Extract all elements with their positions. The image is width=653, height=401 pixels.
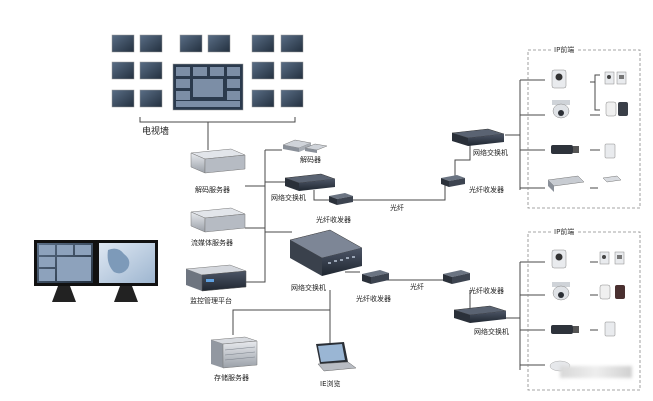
label-right-switch-top: 网络交换机 (473, 149, 508, 157)
camera-icon (549, 249, 625, 372)
tv-wall-icon (111, 34, 304, 111)
ip-front-zone-1 (527, 49, 641, 209)
laptop-icon (316, 342, 357, 372)
label-core-switch: 网络交换机 (291, 284, 326, 292)
label-transceiver-mid: 光纤收发器 (356, 295, 391, 303)
label-right-transceiver-bot: 光纤收发器 (469, 287, 504, 295)
camera-icon (551, 69, 628, 117)
storage-icon (210, 336, 258, 369)
label-fiber-mid: 光纤 (410, 283, 424, 291)
watermark-blur (560, 366, 632, 378)
switch-icon (284, 128, 507, 323)
label-ie-browse: IE浏览 (320, 380, 341, 388)
label-mgmt-platform: 监控管理平台 (190, 297, 232, 305)
ip-front-zone-2 (527, 231, 641, 391)
label-decoder: 解码器 (300, 156, 321, 164)
label-transceiver-top: 光纤收发器 (316, 216, 351, 224)
rack-server-icon (185, 148, 247, 292)
label-tv-wall: 电视墙 (142, 127, 170, 137)
dome-camera-icon (552, 100, 570, 301)
label-right-switch-bot: 网络交换机 (474, 328, 509, 336)
transceiver-icon (329, 175, 470, 284)
label-decode-server: 解码服务器 (195, 186, 230, 194)
label-ip-front-2: IP前端 (552, 227, 577, 237)
decoder-icon (282, 139, 328, 153)
label-ip-front-1: IP前端 (552, 45, 577, 55)
monitor-icon (34, 240, 158, 302)
label-right-transceiver-top: 光纤收发器 (469, 186, 504, 194)
label-storage-server: 存储服务器 (214, 374, 249, 382)
label-stream-server: 流媒体服务器 (191, 239, 233, 247)
label-fiber-top: 光纤 (390, 204, 404, 212)
label-switch-top: 网络交换机 (271, 194, 306, 202)
box-camera-icon (547, 143, 622, 337)
